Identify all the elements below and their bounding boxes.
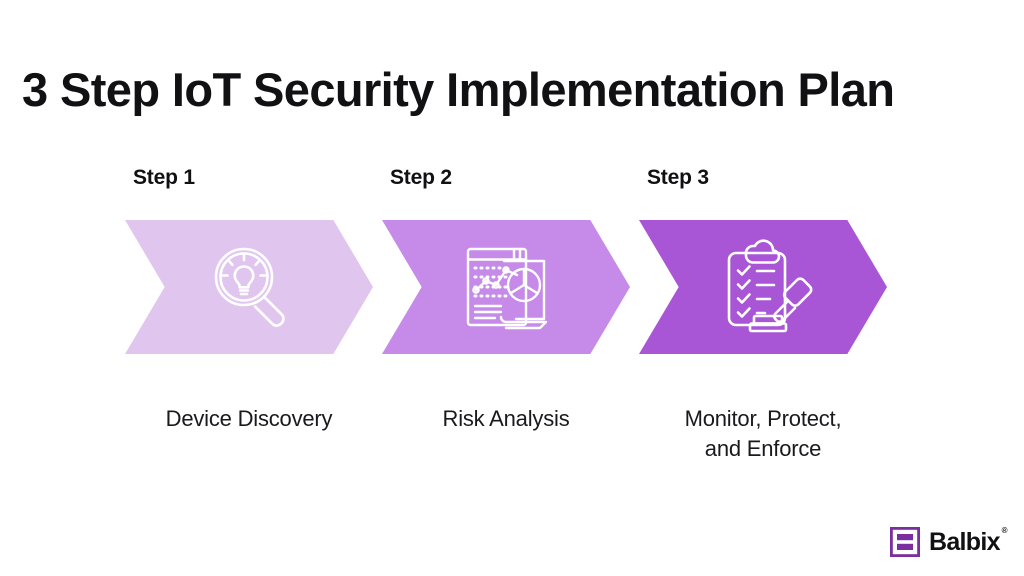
balbix-logo: Balbix ® — [890, 526, 1008, 557]
step-label-3: Step 3 — [647, 166, 709, 189]
clipboard-gavel-icon — [727, 239, 813, 333]
balbix-logo-mark — [890, 527, 920, 557]
step-label-1: Step 1 — [133, 166, 195, 189]
step-caption-1: Device Discovery — [125, 404, 373, 434]
step-caption-3: Monitor, Protect, and Enforce — [639, 404, 887, 465]
balbix-logo-text: Balbix ® — [929, 526, 1008, 556]
registered-mark: ® — [1001, 525, 1008, 535]
step-caption-3-line2: and Enforce — [704, 436, 822, 462]
step-item-2: Step 2 — [382, 0, 632, 576]
step-chevron-3 — [639, 220, 887, 354]
page-title: 3 Step IoT Security Implementation Plan — [22, 63, 895, 116]
step-chevron-2 — [382, 220, 630, 354]
step-caption-2-line1: Risk Analysis — [442, 406, 570, 431]
step-caption-1-line1: Device Discovery — [165, 406, 333, 431]
balbix-logo-name: Balbix — [929, 527, 1001, 556]
step-item-3: Step 3 — [639, 0, 889, 576]
step-label-2: Step 2 — [390, 166, 452, 189]
step-item-1: Step 1 — [125, 0, 375, 576]
step-chevron-1 — [125, 220, 373, 354]
step-caption-3-line1: Monitor, Protect, — [684, 406, 842, 431]
step-caption-2: Risk Analysis — [382, 404, 630, 434]
magnifier-lightbulb-icon — [214, 247, 285, 327]
analytics-dashboard-icon — [466, 247, 548, 330]
